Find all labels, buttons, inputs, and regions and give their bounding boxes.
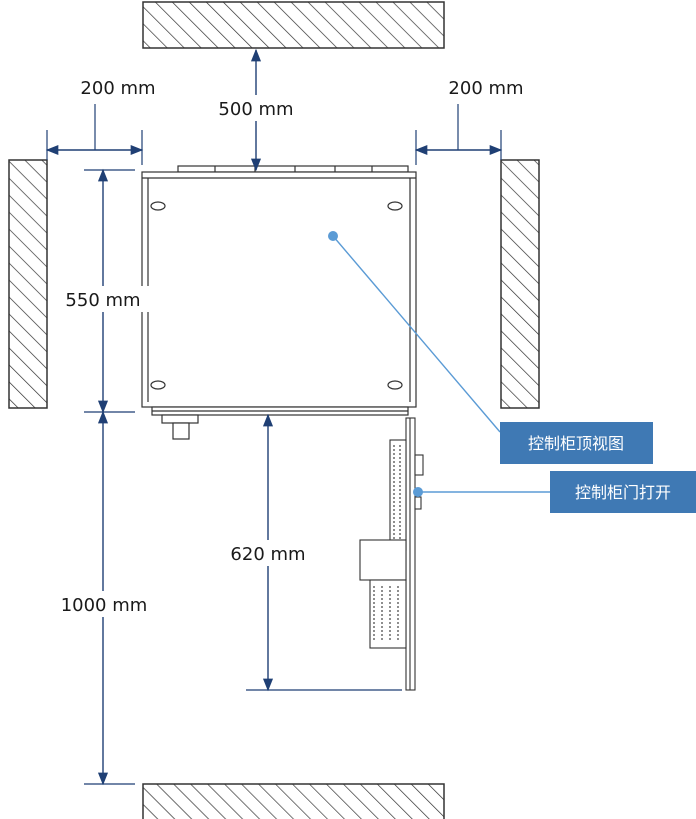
- wall-right: [500, 159, 540, 409]
- dimension-front-clearance: 1000 mm: [48, 410, 160, 786]
- label-cabinet-depth: 550 mm: [65, 290, 140, 311]
- label-front-clearance: 1000 mm: [61, 595, 148, 616]
- label-door-swing: 620 mm: [230, 544, 305, 565]
- label-top-clearance: 500 mm: [218, 99, 293, 120]
- dimension-side-left: 200 mm: [45, 78, 156, 165]
- callout-door-open-label: 控制柜门打开: [575, 483, 671, 502]
- wall-left: [8, 159, 48, 409]
- dimension-cabinet-depth: 550 mm: [54, 168, 150, 414]
- callout-top-view: 控制柜顶视图: [328, 231, 653, 464]
- wall-bottom: [142, 783, 445, 819]
- cabinet-top-view: [141, 165, 417, 440]
- dimension-side-right: 200 mm: [414, 78, 524, 165]
- wall-top: [142, 1, 445, 49]
- dimension-door-swing: 620 mm: [220, 413, 402, 692]
- callout-top-view-label: 控制柜顶视图: [528, 434, 624, 453]
- cabinet-door-open: [359, 417, 424, 691]
- dimension-top-clearance: 500 mm: [206, 48, 306, 172]
- label-side-right: 200 mm: [448, 78, 523, 99]
- callout-door-open: 控制柜门打开: [413, 471, 696, 513]
- label-side-left: 200 mm: [80, 78, 155, 99]
